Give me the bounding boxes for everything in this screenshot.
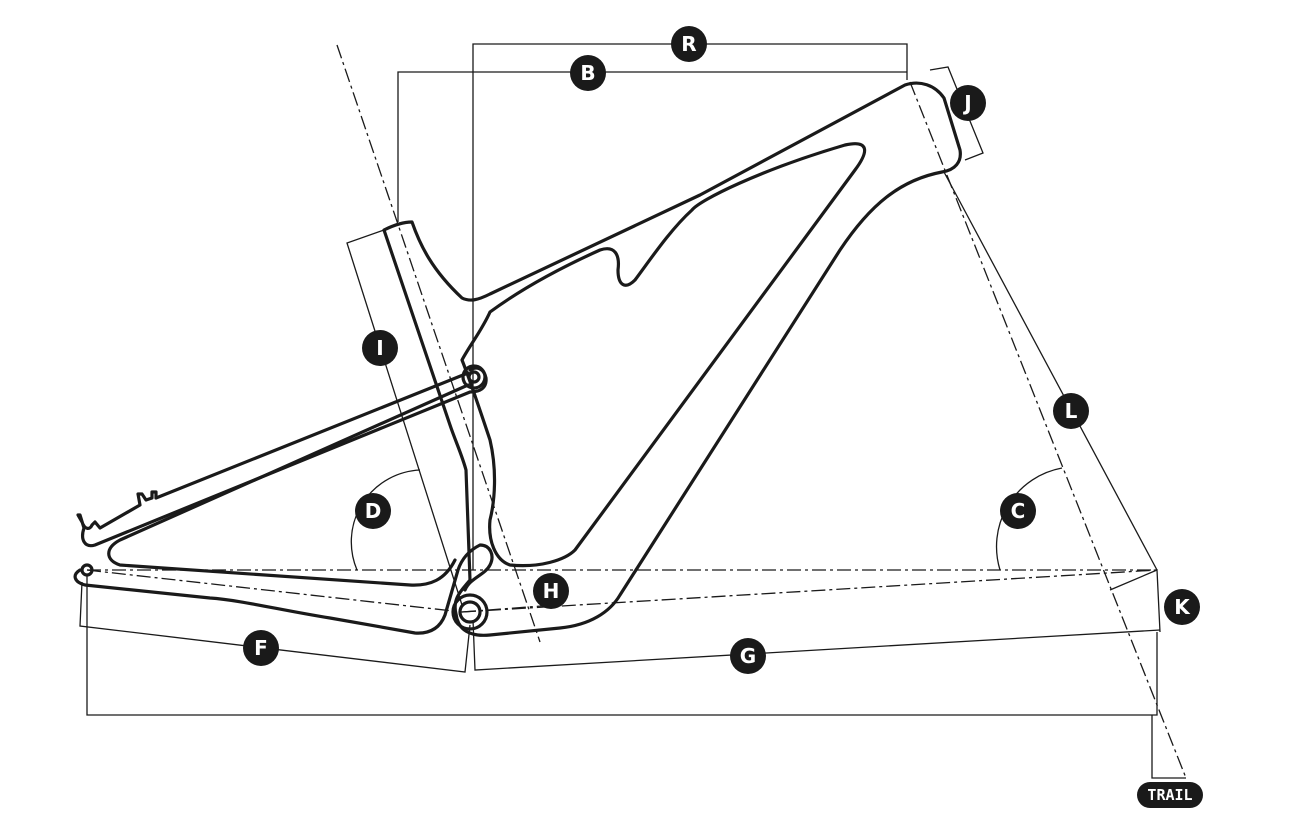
label-i: I (376, 336, 383, 360)
badge-k: K (1164, 589, 1200, 625)
dim-front-center (472, 619, 1161, 671)
label-k: K (1174, 595, 1191, 619)
badge-r: R (671, 26, 707, 62)
rocker-pivot-inner (467, 370, 481, 384)
label-f: F (254, 636, 268, 660)
label-g: G (740, 644, 756, 668)
label-trail: TRAIL (1147, 786, 1192, 804)
label-j: J (962, 91, 971, 115)
label-c: C (1011, 499, 1026, 523)
badge-j: J (950, 85, 986, 121)
front-center-axis (461, 569, 1158, 613)
dim-top-tube (397, 71, 907, 222)
label-h: H (543, 579, 560, 603)
rocker-pivot-outer (461, 364, 487, 390)
label-b: B (580, 61, 595, 85)
front-triangle-inner (460, 142, 867, 568)
dim-reach (472, 43, 908, 570)
centerlines (86, 44, 1187, 779)
rear-center-axis (86, 569, 463, 613)
seat-stay-inner (107, 383, 470, 587)
frame-outline (73, 81, 962, 637)
label-r: R (681, 32, 696, 56)
badge-trail: TRAIL (1137, 782, 1203, 808)
label-l: L (1065, 399, 1078, 423)
badge-f: F (243, 630, 279, 666)
dimension-lines (79, 43, 1186, 779)
badge-h: H (533, 573, 569, 609)
dim-wheelbase (86, 575, 1158, 716)
front-triangle (382, 81, 962, 637)
badge-i: I (362, 330, 398, 366)
badge-g: G (730, 638, 766, 674)
badge-b: B (570, 55, 606, 91)
dim-l (943, 171, 1158, 571)
seat-tube-axis (336, 44, 541, 643)
dim-k (1109, 569, 1161, 633)
label-d: D (365, 499, 382, 523)
badge-l: L (1053, 393, 1089, 429)
bb-drop-axis (461, 604, 556, 613)
badge-d: D (355, 493, 391, 529)
badge-c: C (1000, 493, 1036, 529)
chain-stay (73, 543, 494, 635)
dim-trail (1151, 715, 1186, 779)
dim-seat-tube (346, 229, 463, 606)
seat-stay (76, 366, 488, 548)
